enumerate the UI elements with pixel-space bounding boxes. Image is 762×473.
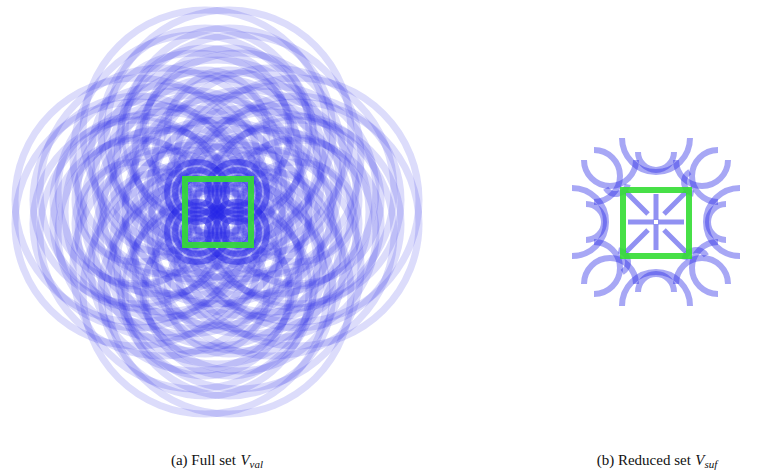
subscript: suf: [704, 458, 717, 470]
caption-text: V: [240, 452, 249, 468]
trajectory-arc: [594, 150, 620, 202]
goal-square: [623, 190, 689, 256]
trajectory-circle: [133, 158, 301, 326]
reduced-set-figure: [572, 138, 740, 306]
trajectory-arc: [622, 272, 690, 306]
trajectory-line: [626, 224, 656, 252]
goal-square: [185, 179, 251, 245]
trajectory-line: [656, 192, 686, 220]
full-set-figure: [15, 10, 419, 414]
caption-text: V: [695, 452, 704, 468]
trajectory-circle: [95, 120, 339, 364]
trajectory-circle: [167, 202, 227, 262]
subfigure-caption: (a) Full setVval: [171, 452, 263, 470]
trajectory-line: [626, 192, 654, 222]
caption-text: (a) Full set: [171, 452, 236, 468]
subfigure-caption: (b) Reduced setVsuf: [597, 452, 718, 470]
trajectory-arc: [676, 160, 728, 186]
trajectory-line: [658, 222, 686, 252]
trajectory-arc: [676, 258, 728, 284]
caption-text: (b) Reduced set: [597, 452, 691, 468]
subscript: val: [250, 458, 263, 470]
trajectory-circle: [113, 138, 321, 346]
trajectory-arc: [584, 160, 636, 186]
trajectory-arc: [692, 242, 718, 294]
trajectory-arc: [692, 150, 718, 202]
trajectory-arc: [594, 242, 620, 294]
